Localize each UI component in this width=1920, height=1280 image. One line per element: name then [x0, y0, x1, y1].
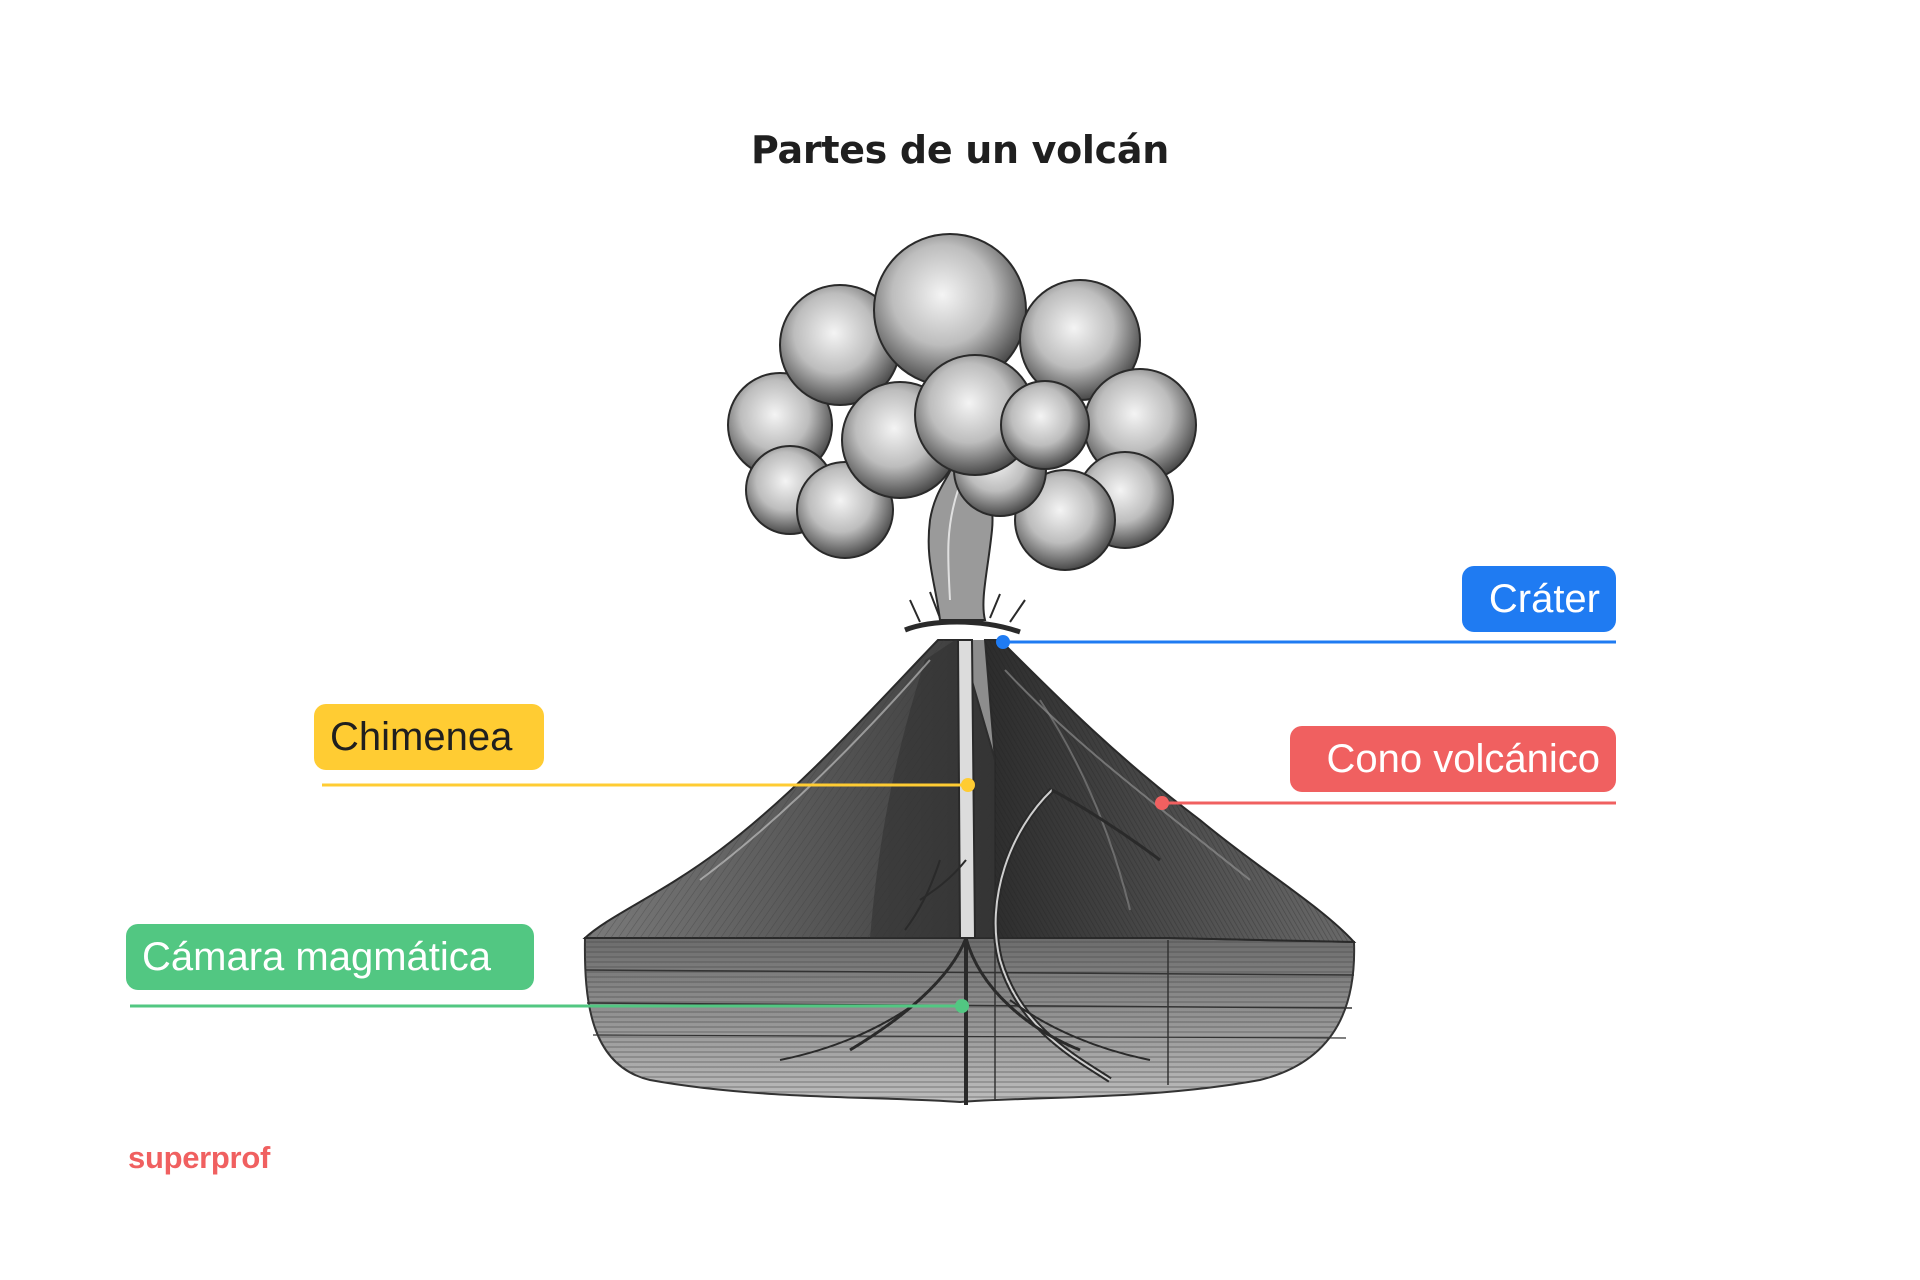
- diagram-title: Partes de un volcán: [751, 128, 1169, 172]
- chimenea-dot: [961, 778, 975, 792]
- label-cono-volcanico: Cono volcánico: [1290, 726, 1616, 792]
- crater-rim: [904, 591, 1026, 635]
- label-crater: Cráter: [1462, 566, 1616, 632]
- cono-dot: [1155, 796, 1169, 810]
- camara-dot: [955, 999, 969, 1013]
- leader-lines: [130, 635, 1616, 1013]
- crater-dot: [996, 635, 1010, 649]
- label-chimenea: Chimenea: [314, 704, 544, 770]
- ground-layers: [583, 937, 1356, 1104]
- brand-logo: superprof: [128, 1140, 270, 1175]
- ash-cloud: [727, 233, 1197, 571]
- label-camara-magmatica: Cámara magmática: [126, 924, 534, 990]
